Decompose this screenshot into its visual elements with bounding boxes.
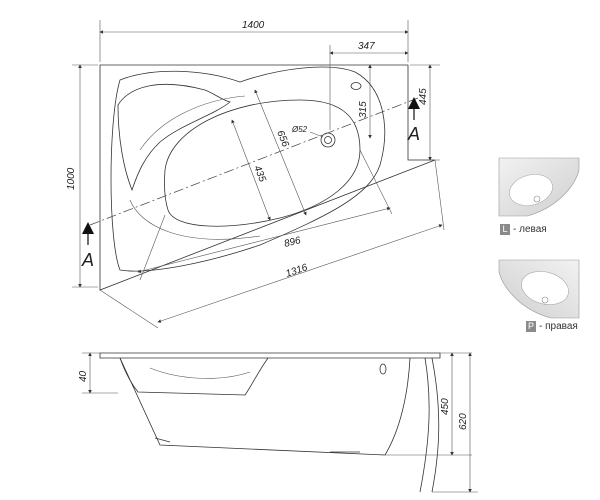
variant-left-code: L — [500, 224, 510, 235]
variant-left: L - левая — [500, 224, 547, 235]
side-overflow-icon — [379, 363, 387, 375]
overflow-icon — [350, 82, 362, 90]
dim-inner-depth: 450 — [440, 398, 451, 415]
inner-shell — [129, 95, 261, 240]
side-view: 40 450 620 — [78, 352, 478, 493]
section-label-left: A — [81, 250, 94, 270]
variant-right-label: - правая — [539, 321, 578, 332]
section-label-right: A — [407, 124, 420, 144]
side-seat-curve — [149, 367, 251, 379]
dim-basin-width: 435 — [251, 164, 268, 184]
dim-drain-offset: 347 — [358, 41, 375, 52]
dim-right-height: 445 — [418, 88, 429, 105]
side-rim — [99, 352, 441, 359]
variant-left-label: - левая — [513, 224, 547, 235]
backrest — [117, 84, 231, 192]
dim-inner-length: 896 — [283, 235, 302, 250]
dim-line-basin-width — [231, 119, 271, 221]
variant-right: P - правая — [526, 321, 578, 332]
dim-line-outer-length — [157, 224, 443, 323]
dim-drain-to-edge: 315 — [358, 101, 369, 118]
plan-view: A A 1400 347 1000 445 315 656 Ø52 435 — [66, 20, 445, 329]
dim-line-basin-length-a — [254, 89, 307, 216]
side-support-leg — [419, 357, 440, 493]
inner-basin — [164, 99, 361, 227]
dim-line-inner-length — [137, 206, 391, 274]
right-bathtub-icon — [498, 259, 580, 319]
dim-overall-length: 1400 — [242, 20, 265, 31]
dim-outer-length: 1316 — [284, 262, 309, 280]
dim-total-height: 620 — [458, 413, 469, 430]
drain-inner-icon — [324, 136, 332, 144]
left-bathtub-icon — [498, 157, 580, 217]
dim-drain-diameter: Ø52 — [291, 125, 308, 134]
drain-outer-icon — [320, 132, 336, 148]
side-inner-basin — [119, 357, 269, 396]
dim-overall-width: 1000 — [66, 167, 77, 190]
dim-rim-height: 40 — [78, 370, 89, 382]
dim-basin-length-a: 656 — [274, 129, 291, 149]
variant-right-code: P — [526, 321, 536, 332]
tub-shell — [110, 66, 386, 272]
